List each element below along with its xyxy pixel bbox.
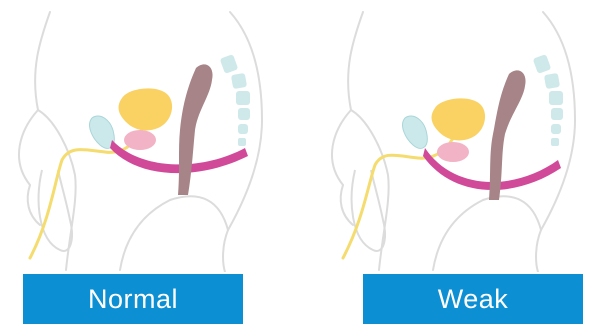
spine [220, 54, 250, 146]
body-outline [332, 12, 575, 272]
weak-label: Weak [363, 274, 583, 324]
prostate [437, 142, 469, 162]
bladder [119, 88, 173, 130]
penis-outline [352, 170, 385, 251]
pubic-bone [403, 116, 428, 148]
weak-panel: Weak [313, 0, 603, 324]
prostate [124, 130, 156, 150]
pubic-bone [90, 116, 115, 148]
normal-label: Normal [23, 274, 243, 324]
bladder [432, 98, 486, 140]
rectum [178, 64, 213, 195]
normal-label-text: Normal [88, 284, 178, 315]
weak-pelvis-diagram [313, 0, 603, 272]
spine [533, 54, 563, 146]
normal-pelvis-diagram [0, 0, 290, 272]
weak-label-text: Weak [438, 284, 509, 315]
normal-panel: Normal [0, 0, 290, 324]
